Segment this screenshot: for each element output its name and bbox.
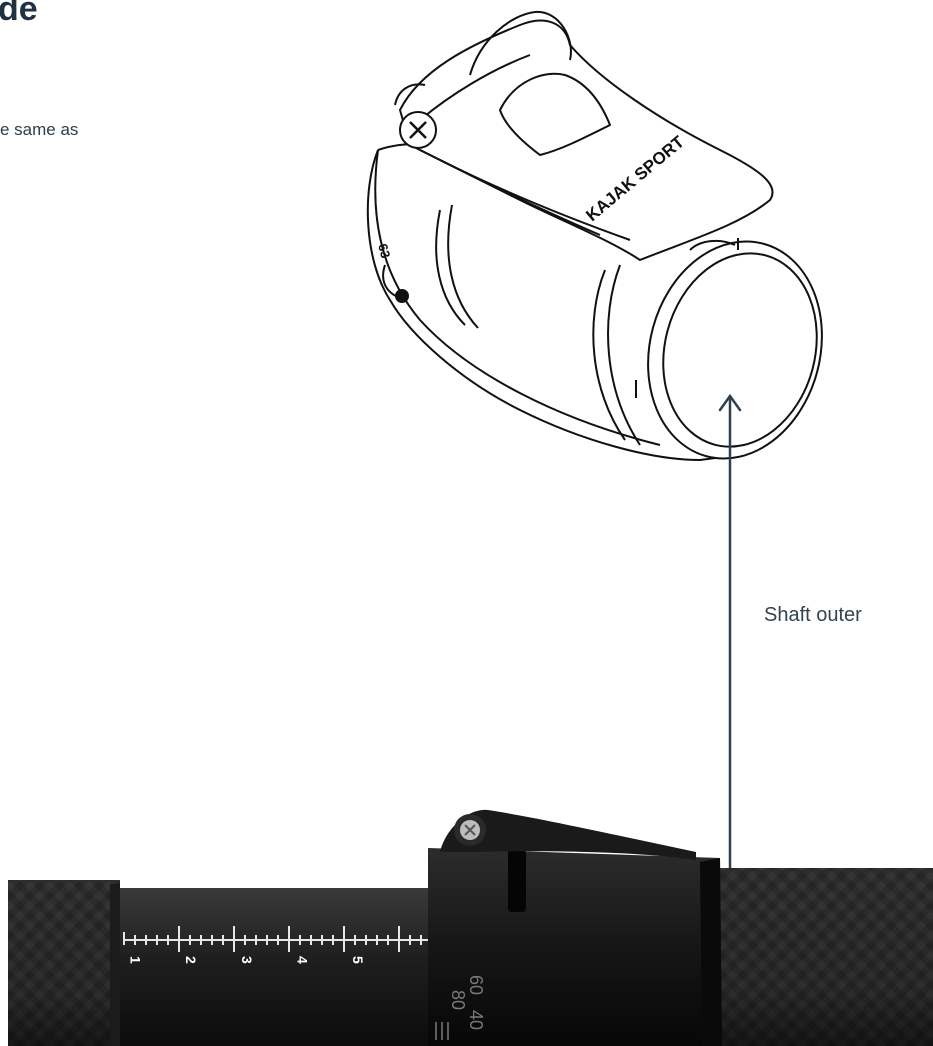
clamp-lever xyxy=(440,809,696,860)
collar-slot xyxy=(508,850,526,912)
scale-number: 3 xyxy=(239,956,255,964)
scale-number: 5 xyxy=(350,956,366,964)
collar-etch-2: 80 xyxy=(448,990,468,1010)
scale-tube xyxy=(112,888,442,1046)
clamp-side-mark: 63 xyxy=(375,242,393,260)
collar-etch-1: 60 xyxy=(466,975,486,995)
length-scale xyxy=(123,926,428,952)
scale-number: 1 xyxy=(127,956,143,964)
ferrule-collar xyxy=(428,848,722,1046)
annotation-arrow xyxy=(718,393,742,870)
collar-etch-3: 40 xyxy=(466,1010,486,1030)
body-text: e same as xyxy=(0,120,79,139)
annotation-label: Shaft outer xyxy=(764,604,862,626)
scale-number: 4 xyxy=(294,956,310,964)
clamp-line-drawing xyxy=(366,10,823,461)
scale-number: 2 xyxy=(183,956,199,964)
page-heading: de xyxy=(0,0,38,28)
paddle-shaft: 1 2 3 4 5 60 80 40 xyxy=(8,809,933,1046)
